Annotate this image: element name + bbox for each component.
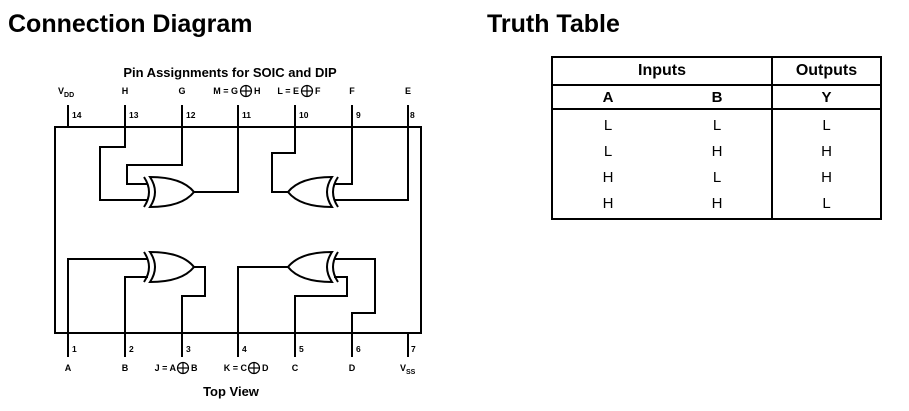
cell-y: H: [771, 164, 882, 190]
svg-text:M = G: M = G: [213, 86, 238, 96]
pin-number-3: 3: [186, 344, 191, 354]
pin-5-label: C: [292, 363, 299, 373]
xor-gate-upper-right: [286, 175, 339, 209]
pin-number-12: 12: [186, 110, 196, 120]
table-row: L L L: [551, 109, 882, 138]
connection-diagram-title: Connection Diagram: [8, 10, 253, 38]
pin-number-4: 4: [242, 344, 247, 354]
pin-number-2: 2: [129, 344, 134, 354]
column-header-b: B: [663, 85, 773, 110]
pin-13-label: H: [122, 86, 129, 96]
cell-y: L: [771, 109, 882, 138]
outputs-header: Outputs: [771, 56, 882, 86]
svg-text:B: B: [191, 363, 198, 373]
cell-a: L: [551, 138, 663, 164]
xor-gate-lower-left: [143, 250, 196, 284]
bottom-pin-numbers: 1 2 3 4 5 6 7: [72, 344, 416, 354]
pin-number-8: 8: [410, 110, 415, 120]
table-row: H L H: [551, 164, 882, 190]
pin-number-5: 5: [299, 344, 304, 354]
pin-2-label: B: [122, 363, 129, 373]
cell-b: H: [663, 138, 773, 164]
column-header-a: A: [551, 85, 663, 110]
cell-y: H: [771, 138, 882, 164]
pin-11-label: M = G H: [213, 84, 261, 98]
pin-14-label: VDD: [58, 86, 74, 99]
svg-text:F: F: [315, 86, 321, 96]
inputs-header: Inputs: [551, 56, 773, 86]
pin-10-label: L = E F: [277, 84, 321, 98]
top-view-caption: Top View: [203, 384, 260, 399]
svg-text:D: D: [262, 363, 269, 373]
svg-text:H: H: [254, 86, 261, 96]
svg-text:L = E: L = E: [277, 86, 299, 96]
pin-3-label: J = A B: [155, 361, 198, 375]
table-row: L H H: [551, 138, 882, 164]
pin-4-label: K = C D: [224, 361, 269, 375]
pin-1-label: A: [65, 363, 72, 373]
cell-y: L: [771, 190, 882, 220]
bottom-pin-labels: A B J = A B K = C D C D VSS: [65, 361, 416, 376]
xor-symbol-icon: [176, 361, 190, 375]
pin-8-label: E: [405, 86, 411, 96]
pin-assignments-subtitle: Pin Assignments for SOIC and DIP: [123, 65, 337, 80]
pin-9-label: F: [349, 86, 355, 96]
top-pin-numbers: 14 13 12 11 10 9 8: [72, 110, 415, 120]
pin-number-13: 13: [129, 110, 139, 120]
pin-number-9: 9: [356, 110, 361, 120]
cell-a: L: [551, 109, 663, 138]
column-header-y: Y: [771, 85, 882, 110]
truth-table: Inputs Outputs A B Y L L L L H H H L H H…: [551, 56, 882, 220]
xor-gate-upper-left: [143, 175, 196, 209]
cell-a: H: [551, 164, 663, 190]
top-pin-labels: VDD H G M = G H L = E F F E: [58, 84, 411, 99]
connection-diagram: Pin Assignments for SOIC and DIP: [54, 65, 422, 399]
internal-wiring: [67, 127, 409, 333]
pin-number-14: 14: [72, 110, 82, 120]
pin-leads: [67, 105, 409, 357]
svg-text:J = A: J = A: [155, 363, 177, 373]
table-row: H H L: [551, 190, 882, 220]
pin-number-1: 1: [72, 344, 77, 354]
pin-12-label: G: [178, 86, 185, 96]
pin-number-6: 6: [356, 344, 361, 354]
cell-b: H: [663, 190, 773, 220]
pin-number-11: 11: [242, 110, 251, 120]
cell-b: L: [663, 109, 773, 138]
pin-number-7: 7: [411, 344, 416, 354]
xor-symbol-icon: [247, 361, 261, 375]
xor-symbol-icon: [300, 84, 314, 98]
truth-table-title: Truth Table: [487, 10, 620, 38]
cell-a: H: [551, 190, 663, 220]
xor-symbol-icon: [239, 84, 253, 98]
pin-6-label: D: [349, 363, 356, 373]
svg-text:K = C: K = C: [224, 363, 248, 373]
cell-b: L: [663, 164, 773, 190]
xor-gate-lower-right: [286, 250, 339, 284]
pin-number-10: 10: [299, 110, 309, 120]
pin-7-label: VSS: [400, 363, 416, 376]
